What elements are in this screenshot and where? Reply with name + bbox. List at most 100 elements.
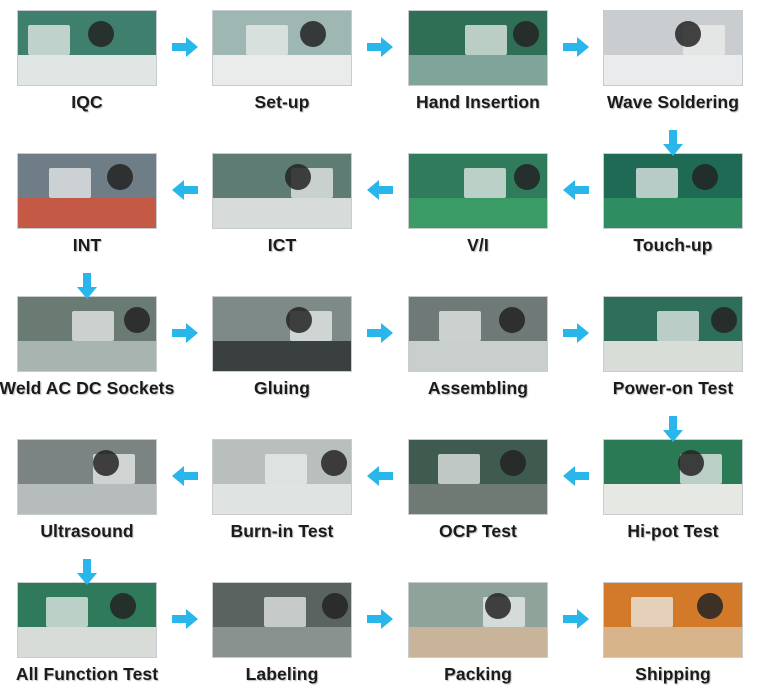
photo-worker (514, 164, 540, 190)
photo-workbench (213, 341, 351, 371)
photo-equipment (631, 597, 673, 627)
arrow-down-icon (77, 559, 97, 585)
photo-equipment (465, 25, 507, 55)
step-label: Assembling (427, 378, 529, 398)
photo-workbench (409, 627, 547, 657)
photo-workbench (409, 55, 547, 85)
photo-workbench (213, 55, 351, 85)
process-step: IQC (12, 10, 162, 113)
step-label: Gluing (253, 378, 310, 398)
photo-equipment (464, 168, 506, 198)
step-label: Packing (444, 664, 512, 684)
step-label: Touch-up (633, 235, 713, 255)
step-label: Weld AC DC Sockets (0, 378, 175, 398)
photo-worker (88, 21, 114, 47)
gluing-photo (212, 296, 352, 372)
arrow-right-icon (367, 323, 393, 343)
step-label: Shipping (635, 664, 711, 684)
arrow-left-icon (563, 180, 589, 200)
photo-workbench (409, 341, 547, 371)
hipot-tester-photo (603, 439, 743, 515)
photo-workbench (213, 627, 351, 657)
photo-worker (110, 593, 136, 619)
process-step: Set-up (207, 10, 357, 113)
photo-worker (322, 593, 348, 619)
step-label: Hand Insertion (416, 92, 540, 112)
machine-setup-photo (212, 10, 352, 86)
process-step: Burn-in Test (207, 439, 357, 542)
photo-workbench (18, 198, 156, 228)
arrow-down-icon (77, 273, 97, 299)
photo-workbench (18, 484, 156, 514)
photo-worker (321, 450, 347, 476)
photo-workbench (18, 55, 156, 85)
power-test-photo (603, 296, 743, 372)
photo-workbench (213, 484, 351, 514)
photo-equipment (46, 597, 88, 627)
photo-worker (678, 450, 704, 476)
process-step: Packing (403, 582, 553, 685)
photo-equipment (438, 454, 480, 484)
photo-equipment (439, 311, 481, 341)
process-step: Hi-pot Test (598, 439, 748, 542)
arrow-down-icon (663, 416, 683, 442)
photo-workbench (18, 341, 156, 371)
photo-workbench (409, 198, 547, 228)
process-step: Ultrasound (12, 439, 162, 542)
step-label: Wave Soldering (606, 92, 740, 112)
assembling-photo (408, 296, 548, 372)
photo-workbench (409, 484, 547, 514)
ocp-test-photo (408, 439, 548, 515)
photo-workbench (604, 627, 742, 657)
photo-workbench (213, 198, 351, 228)
arrow-left-icon (367, 466, 393, 486)
process-step: Gluing (207, 296, 357, 399)
photo-workbench (604, 341, 742, 371)
process-step: Labeling (207, 582, 357, 685)
process-step: Power-on Test (598, 296, 748, 399)
arrow-right-icon (563, 609, 589, 629)
photo-worker (499, 307, 525, 333)
welding-photo (17, 296, 157, 372)
process-step: V/I (403, 153, 553, 256)
arrow-right-icon (367, 37, 393, 57)
function-test-photo (17, 582, 157, 658)
step-label: IQC (71, 92, 103, 112)
packing-photo (408, 582, 548, 658)
step-label: Set-up (254, 92, 310, 112)
inspection-photo (17, 10, 157, 86)
arrow-right-icon (367, 609, 393, 629)
photo-worker (697, 593, 723, 619)
photo-equipment (246, 25, 288, 55)
shipping-container-photo (603, 582, 743, 658)
photo-equipment (49, 168, 91, 198)
photo-worker (285, 164, 311, 190)
arrow-left-icon (367, 180, 393, 200)
photo-equipment (264, 597, 306, 627)
step-label: Labeling (245, 664, 319, 684)
step-label: Hi-pot Test (627, 521, 719, 541)
photo-workbench (604, 55, 742, 85)
circuit-board-photo (603, 153, 743, 229)
step-label: V/I (467, 235, 489, 255)
step-label: INT (72, 235, 102, 255)
arrow-down-icon (663, 130, 683, 156)
step-label: ICT (267, 235, 297, 255)
photo-equipment (265, 454, 307, 484)
process-step: ICT (207, 153, 357, 256)
step-label: Burn-in Test (230, 521, 334, 541)
circuit-test-photo (212, 153, 352, 229)
arrow-right-icon (172, 323, 198, 343)
process-step: INT (12, 153, 162, 256)
visual-inspection-photo (408, 153, 548, 229)
photo-worker (500, 450, 526, 476)
arrow-right-icon (563, 323, 589, 343)
process-step: Weld AC DC Sockets (0, 296, 174, 399)
photo-equipment (636, 168, 678, 198)
photo-workbench (18, 627, 156, 657)
process-step: Touch-up (598, 153, 748, 256)
process-step: Wave Soldering (598, 10, 748, 113)
soldering-machine-photo (603, 10, 743, 86)
photo-worker (692, 164, 718, 190)
photo-equipment (28, 25, 70, 55)
